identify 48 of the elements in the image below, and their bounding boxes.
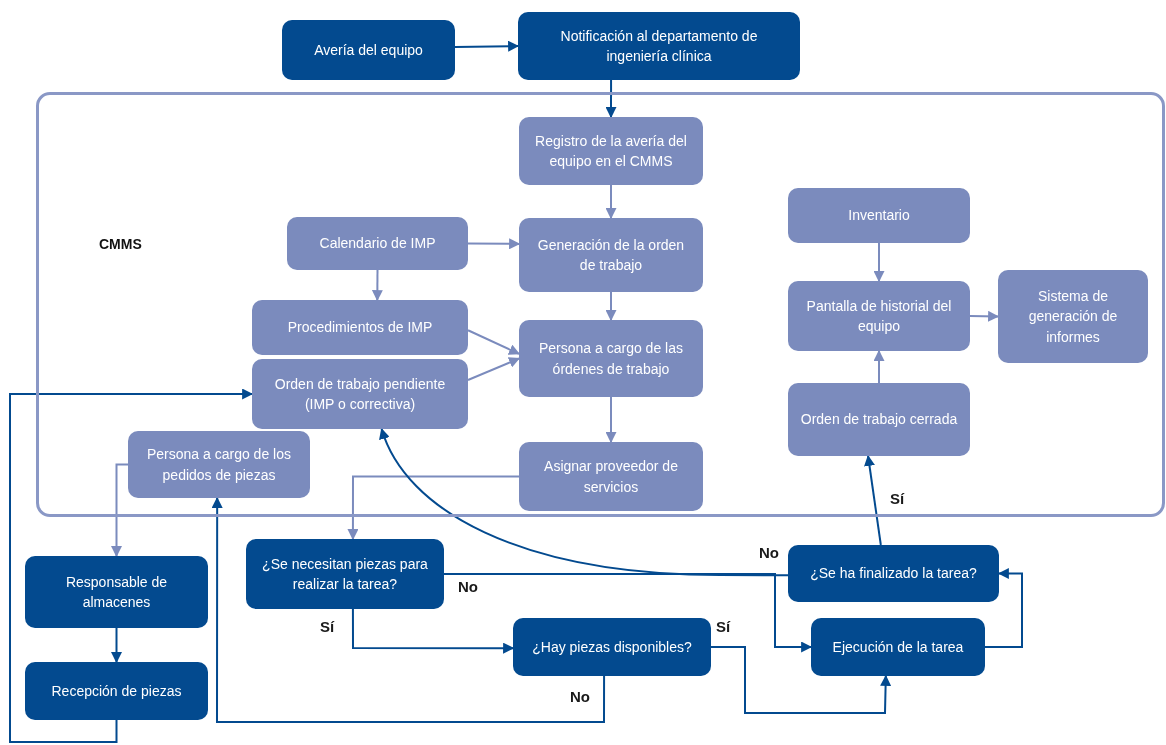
arrow xyxy=(605,396,617,444)
step-box: Recepción de piezas xyxy=(25,662,208,720)
system-box: Persona a cargo de las órdenes de trabajo xyxy=(519,320,703,397)
arrow xyxy=(467,357,520,381)
arrow xyxy=(371,269,383,302)
arrow xyxy=(351,608,515,654)
arrow xyxy=(380,428,789,577)
system-box: Sistema de generación de informes xyxy=(998,270,1148,363)
arrow xyxy=(443,573,813,653)
arrow xyxy=(873,242,885,283)
step-box: Notificación al departamento de ingeniería clínica xyxy=(518,12,800,80)
arrow xyxy=(9,388,254,743)
system-box: Asignar proveedor de servicios xyxy=(519,442,703,511)
system-box: Registro de la avería del equipo en el CMMS xyxy=(519,117,703,185)
arrow xyxy=(111,463,129,558)
system-box: Calendario de IMP xyxy=(287,217,468,270)
edge-label: Sí xyxy=(318,618,337,635)
system-box: Orden de trabajo cerrada xyxy=(788,383,970,456)
system-boundary xyxy=(36,92,1165,517)
arrow xyxy=(467,238,521,250)
step-box: ¿Se ha finalizado la tarea? xyxy=(788,545,999,602)
arrow xyxy=(454,40,520,52)
arrow xyxy=(873,349,885,384)
step-box: Avería del equipo xyxy=(282,20,455,80)
step-box: ¿Se necesitan piezas para realizar la tarea? xyxy=(246,539,444,609)
system-box: Persona a cargo de los pedidos de piezas xyxy=(128,431,310,498)
arrow xyxy=(467,329,520,355)
system-box: Generación de la orden de trabajo xyxy=(519,218,703,292)
arrow xyxy=(710,646,892,714)
edge-label: Sí xyxy=(714,618,733,635)
system-box: Orden de trabajo pendiente (IMP o correctiva) xyxy=(252,359,468,429)
system-box: Pantalla de historial del equipo xyxy=(788,281,970,351)
system-box: Inventario xyxy=(788,188,970,243)
arrow xyxy=(969,310,1000,322)
arrow xyxy=(864,454,882,546)
step-box: Ejecución de la tarea xyxy=(811,618,985,676)
arrow xyxy=(984,568,1023,648)
arrow xyxy=(211,496,606,723)
arrow xyxy=(605,79,617,119)
system-box: Procedimientos de IMP xyxy=(252,300,468,355)
arrow xyxy=(605,184,617,220)
step-box: ¿Hay piezas disponibles? xyxy=(513,618,711,676)
arrow xyxy=(347,475,520,541)
boundary-label: CMMS xyxy=(99,236,142,252)
edge-label: Sí xyxy=(888,490,907,507)
step-box: Responsable de almacenes xyxy=(25,556,208,628)
arrow xyxy=(605,291,617,322)
arrow xyxy=(111,627,122,664)
